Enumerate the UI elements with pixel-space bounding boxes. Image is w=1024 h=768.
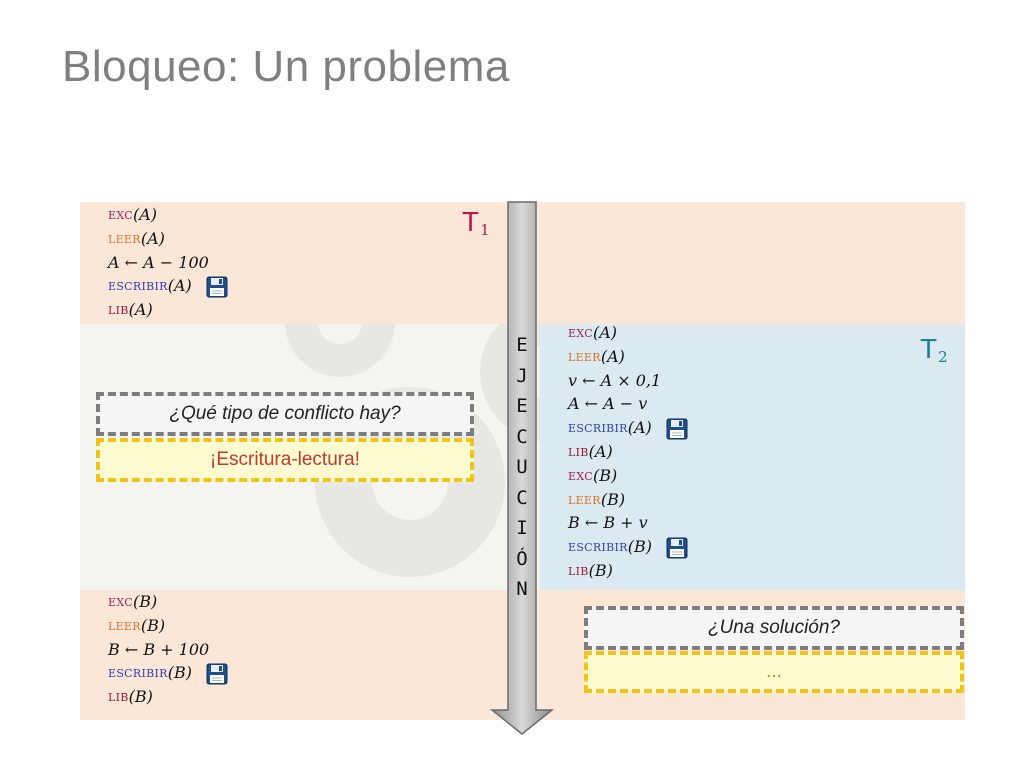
code-line: A ← A − v — [568, 392, 688, 416]
code-argument: (B) — [600, 489, 626, 509]
code-keyword: escribir — [568, 537, 628, 556]
t2-label: T2 — [920, 333, 948, 366]
code-argument: (A) — [600, 346, 625, 366]
code-argument: v ← A × 0,1 — [568, 370, 662, 390]
t2-label-sub: 2 — [938, 348, 948, 366]
down-arrow-icon — [490, 201, 554, 735]
question-box-2: ¿Una solución? — [584, 606, 964, 650]
execution-letter: C — [516, 425, 528, 448]
execution-letter: U — [516, 456, 528, 478]
execution-letter: J — [516, 364, 528, 387]
code-line: B ← B + 100 — [108, 638, 228, 662]
execution-letter: C — [516, 486, 528, 509]
code-keyword: leer — [108, 615, 141, 634]
code-line: lib(B) — [108, 685, 228, 709]
code-line: B ← B + v — [568, 511, 688, 535]
t2-label-letter: T — [920, 333, 938, 364]
answer-2-text: ... — [766, 661, 782, 682]
code-line: exc(B) — [108, 590, 228, 614]
code-line: exc(A) — [108, 203, 228, 227]
code-keyword: escribir — [108, 276, 168, 295]
floppy-disk-icon — [192, 274, 228, 298]
code-line: v ← A × 0,1 — [568, 369, 688, 393]
code-argument: (B) — [140, 615, 166, 635]
code-argument: (B) — [128, 687, 153, 707]
slide-title: Bloqueo: Un problema — [62, 42, 510, 91]
answer-1-text: ¡Escritura-lectura! — [210, 449, 360, 470]
code-line: escribir(B) — [108, 661, 228, 685]
t1-label-sub: 1 — [480, 221, 490, 239]
t2-band — [540, 324, 965, 590]
code-keyword: escribir — [108, 663, 168, 682]
code-keyword: escribir — [568, 418, 628, 437]
execution-letter: Ó — [516, 547, 528, 570]
code-keyword: exc — [108, 205, 133, 223]
code-keyword: lib — [568, 441, 589, 460]
t1-label-letter: T — [462, 206, 480, 237]
execution-letter: E — [516, 395, 528, 417]
code-keyword: lib — [108, 300, 129, 319]
answer-box-1: ¡Escritura-lectura! — [96, 438, 474, 482]
code-argument: (B) — [592, 465, 618, 485]
code-argument: A ← A − v — [568, 394, 648, 414]
floppy-disk-icon — [652, 535, 688, 559]
code-argument: B ← B + v — [568, 513, 648, 533]
execution-letter: I — [516, 517, 528, 539]
execution-letter: E — [516, 334, 528, 356]
code-line: A ← A − 100 — [108, 251, 228, 275]
code-line: exc(B) — [568, 464, 688, 488]
code-line: lib(A) — [108, 298, 228, 322]
code-argument: (A) — [627, 418, 652, 438]
code-line: leer(A) — [108, 227, 228, 251]
code-line: leer(B) — [108, 614, 228, 638]
code-line: leer(A) — [568, 345, 688, 369]
code-keyword: lib — [108, 687, 129, 706]
code-keyword: exc — [568, 465, 593, 484]
code-keyword: lib — [568, 560, 589, 579]
code-argument: (A) — [592, 323, 618, 342]
answer-box-2: ... — [584, 651, 964, 693]
code-keyword: leer — [568, 346, 601, 365]
code-argument: (A) — [588, 441, 613, 461]
t1-label: T1 — [462, 206, 490, 239]
question-box-1: ¿Qué tipo de conflicto hay? — [96, 392, 474, 436]
code-keyword: leer — [568, 489, 601, 508]
code-keyword: exc — [108, 592, 133, 610]
question-2-text: ¿Una solución? — [707, 617, 841, 638]
floppy-disk-icon — [652, 416, 688, 440]
code-argument: (B) — [132, 592, 158, 611]
code-line: escribir(B) — [568, 535, 688, 559]
code-line: escribir(A) — [568, 416, 688, 440]
code-argument: (B) — [167, 663, 192, 683]
code-line: escribir(A) — [108, 274, 228, 298]
code-argument: (A) — [167, 276, 192, 296]
code-line: lib(A) — [568, 440, 688, 464]
code-argument: A ← A − 100 — [108, 252, 209, 272]
code-argument: (A) — [132, 205, 158, 224]
floppy-disk-icon — [192, 661, 228, 685]
code-argument: (A) — [140, 228, 165, 248]
code-argument: (A) — [128, 300, 153, 320]
code-line: leer(B) — [568, 488, 688, 512]
code-keyword: exc — [568, 323, 593, 341]
code-keyword: leer — [108, 228, 141, 247]
code-argument: (B) — [588, 560, 613, 580]
code-line: exc(A) — [568, 321, 688, 345]
code-argument: B ← B + 100 — [108, 639, 210, 659]
question-1-text: ¿Qué tipo de conflicto hay? — [169, 403, 401, 424]
code-argument: (B) — [627, 537, 652, 557]
code-line: lib(B) — [568, 559, 688, 583]
execution-letter: N — [516, 578, 528, 600]
